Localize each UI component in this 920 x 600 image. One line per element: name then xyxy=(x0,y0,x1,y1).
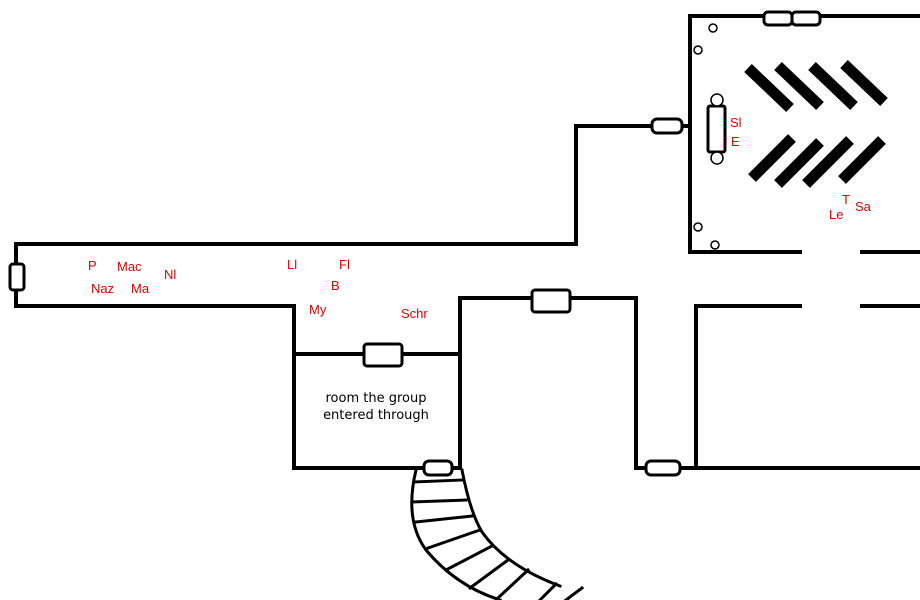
pillars xyxy=(693,23,724,250)
door-middle-corridor xyxy=(530,288,572,314)
marker-b: B xyxy=(331,278,340,293)
marker-ma: Ma xyxy=(131,281,150,296)
marker-my: My xyxy=(309,302,327,317)
pillar xyxy=(710,151,724,165)
marker-sa: Sa xyxy=(855,199,872,214)
marker-sl: Sl xyxy=(730,115,742,130)
hatch-stripe xyxy=(808,62,858,110)
marker-le: Le xyxy=(829,207,843,222)
tunnel-segment xyxy=(412,478,464,484)
tunnel-segment xyxy=(443,543,495,573)
hatch-stripe xyxy=(774,138,824,188)
tunnel-wall-right xyxy=(460,468,562,588)
tunnel-segment xyxy=(495,567,531,600)
tunnel-segment xyxy=(467,557,511,591)
tunnel-segment xyxy=(537,581,559,600)
door-west-end xyxy=(8,262,26,292)
marker-ll: Ll xyxy=(287,257,297,272)
pillar xyxy=(693,45,703,55)
marker-nl: Nl xyxy=(164,267,176,282)
marker-t: T xyxy=(842,192,850,207)
door-entry-room xyxy=(362,342,404,368)
pillar xyxy=(710,93,724,107)
hatch-stripe xyxy=(838,136,886,184)
tunnel xyxy=(410,468,585,600)
markers: P Mac Nl Naz Ma Ll Fl B My Schr Sl E T L… xyxy=(88,115,872,321)
hatch-stripe xyxy=(774,62,824,110)
pillar xyxy=(708,23,718,33)
hatch-stripe xyxy=(840,60,888,106)
door-entry-room-bottom xyxy=(422,459,454,477)
marker-e: E xyxy=(731,134,740,149)
hatch-stripe xyxy=(748,134,796,182)
corridor-wall-top xyxy=(14,124,692,246)
tunnel-segment xyxy=(426,528,482,550)
room-label-line1: room the group xyxy=(326,391,427,406)
door-big-room-top-2 xyxy=(790,10,822,27)
hatch-stripe xyxy=(744,64,794,112)
tunnel-segment xyxy=(410,498,468,504)
entry-room-walls xyxy=(292,304,462,470)
pillar xyxy=(710,240,720,250)
hatch-stripe xyxy=(802,136,854,188)
room-label-line2: entered through xyxy=(323,408,429,423)
middle-corridor-wall xyxy=(458,296,698,470)
door-big-room-inner xyxy=(706,104,727,154)
door-corridor-big-room xyxy=(650,117,684,135)
door-big-room-top-1 xyxy=(762,10,794,27)
marker-p: P xyxy=(88,258,97,273)
marker-mac: Mac xyxy=(117,259,142,274)
walls xyxy=(14,14,920,470)
marker-schr: Schr xyxy=(401,306,428,321)
tunnel-segment xyxy=(563,585,585,600)
hatching xyxy=(744,60,888,188)
door-lower-right xyxy=(644,459,682,477)
marker-fl: Fl xyxy=(339,257,350,272)
marker-naz: Naz xyxy=(91,281,114,296)
tunnel-wall-left xyxy=(410,468,502,600)
tunnel-segment xyxy=(414,514,474,524)
pillar xyxy=(693,222,703,232)
